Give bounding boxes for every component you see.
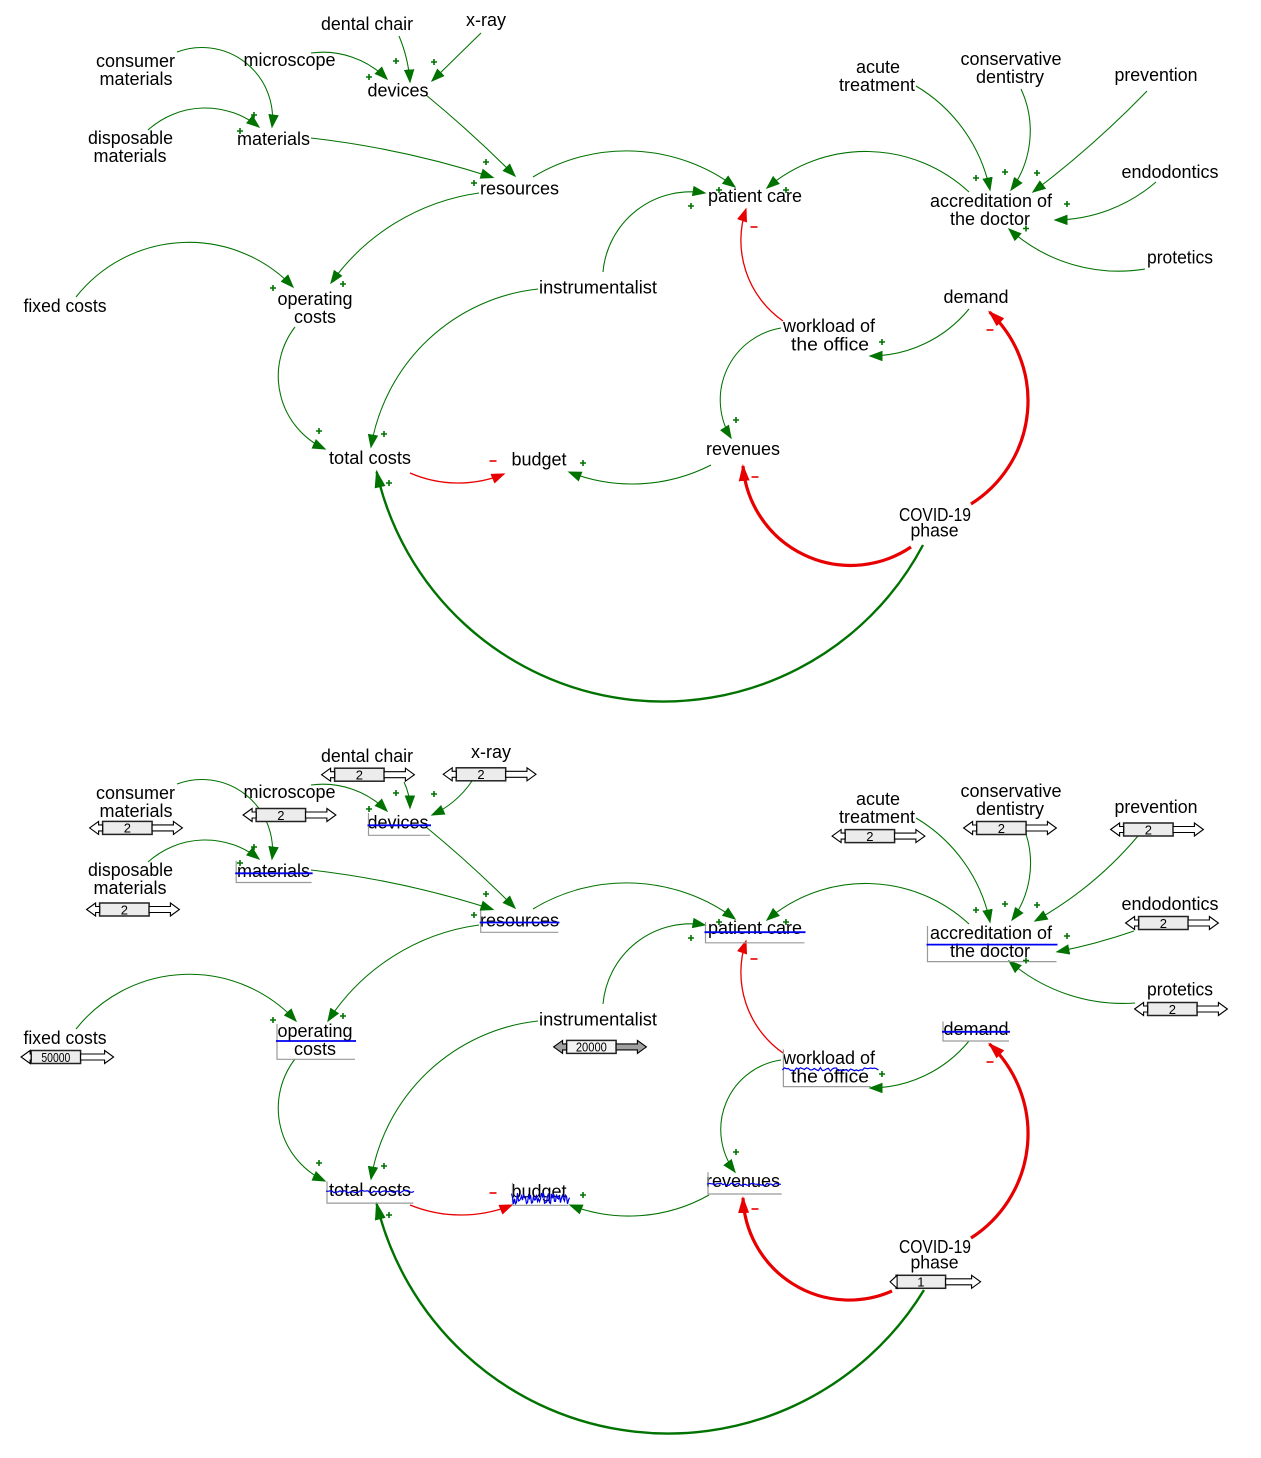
svg-text:2: 2 — [277, 808, 284, 823]
svg-text:materials: materials — [99, 801, 172, 821]
svg-text:2: 2 — [124, 821, 131, 836]
svg-text:materials: materials — [237, 129, 310, 149]
svg-text:prevention: prevention — [1115, 797, 1198, 817]
svg-text:the doctor: the doctor — [950, 209, 1030, 229]
svg-text:2: 2 — [1169, 1002, 1176, 1017]
svg-text:1: 1 — [917, 1275, 924, 1290]
svg-text:conservative: conservative — [960, 49, 1061, 69]
svg-text:resources: resources — [480, 911, 559, 931]
svg-text:x-ray: x-ray — [466, 10, 506, 30]
svg-text:costs: costs — [294, 1039, 336, 1059]
svg-text:devices: devices — [367, 81, 428, 101]
svg-text:dentistry: dentistry — [976, 67, 1044, 87]
svg-text:operating: operating — [277, 1021, 352, 1041]
svg-text:patient care: patient care — [708, 918, 802, 938]
svg-text:dental chair: dental chair — [321, 746, 413, 766]
svg-text:demand: demand — [943, 287, 1008, 307]
svg-text:2: 2 — [121, 902, 128, 917]
svg-text:protetics: protetics — [1147, 248, 1213, 268]
svg-text:materials: materials — [93, 146, 166, 166]
svg-text:2: 2 — [998, 821, 1005, 836]
svg-text:the office: the office — [791, 1067, 869, 1087]
svg-text:accreditation of: accreditation of — [930, 923, 1053, 943]
svg-text:revenues: revenues — [706, 439, 780, 459]
svg-text:resources: resources — [480, 179, 559, 199]
svg-text:treatment: treatment — [839, 75, 915, 95]
svg-text:treatment: treatment — [839, 807, 915, 827]
svg-text:endodontics: endodontics — [1122, 162, 1219, 182]
svg-text:fixed costs: fixed costs — [24, 296, 107, 316]
svg-text:COVID-19: COVID-19 — [899, 1237, 971, 1257]
svg-text:costs: costs — [294, 307, 336, 327]
svg-text:2: 2 — [477, 767, 484, 782]
svg-text:2: 2 — [1145, 822, 1152, 837]
svg-text:2: 2 — [356, 768, 363, 783]
svg-text:operating: operating — [277, 289, 352, 309]
svg-text:materials: materials — [93, 878, 166, 898]
svg-text:x-ray: x-ray — [471, 742, 511, 762]
svg-text:microscope: microscope — [243, 50, 335, 70]
svg-text:acute: acute — [856, 57, 900, 77]
svg-text:total costs: total costs — [329, 448, 411, 468]
svg-text:workload of: workload of — [782, 1048, 876, 1068]
svg-text:budget: budget — [511, 450, 566, 470]
svg-text:2: 2 — [866, 829, 873, 844]
svg-text:instrumentalist: instrumentalist — [539, 278, 657, 298]
svg-text:patient care: patient care — [708, 186, 802, 206]
svg-text:phase: phase — [911, 1253, 959, 1273]
svg-text:prevention: prevention — [1115, 65, 1198, 85]
svg-text:dentistry: dentistry — [976, 799, 1044, 819]
svg-text:consumer: consumer — [96, 783, 175, 803]
svg-text:consumer: consumer — [96, 51, 175, 71]
svg-text:microscope: microscope — [243, 782, 335, 802]
svg-text:fixed costs: fixed costs — [24, 1028, 107, 1048]
svg-text:phase: phase — [911, 521, 959, 541]
svg-text:revenues: revenues — [706, 1171, 780, 1191]
svg-text:20000: 20000 — [576, 1040, 607, 1055]
svg-text:protetics: protetics — [1147, 980, 1213, 1000]
svg-text:2: 2 — [1160, 916, 1167, 931]
svg-text:materials: materials — [99, 69, 172, 89]
svg-text:the doctor: the doctor — [950, 941, 1030, 961]
svg-text:the office: the office — [791, 335, 869, 355]
svg-text:instrumentalist: instrumentalist — [539, 1010, 657, 1030]
svg-text:endodontics: endodontics — [1122, 894, 1219, 914]
svg-text:50000: 50000 — [41, 1050, 70, 1065]
svg-text:workload of: workload of — [782, 316, 876, 336]
svg-text:disposable: disposable — [88, 860, 173, 880]
svg-text:total costs: total costs — [329, 1180, 411, 1200]
svg-text:accreditation of: accreditation of — [930, 191, 1053, 211]
svg-text:acute: acute — [856, 789, 900, 809]
svg-text:conservative: conservative — [960, 781, 1061, 801]
svg-text:materials: materials — [237, 861, 310, 881]
svg-text:COVID-19: COVID-19 — [899, 505, 971, 525]
svg-text:disposable: disposable — [88, 128, 173, 148]
svg-text:demand: demand — [943, 1019, 1008, 1039]
svg-text:dental chair: dental chair — [321, 14, 413, 34]
svg-text:devices: devices — [367, 813, 428, 833]
